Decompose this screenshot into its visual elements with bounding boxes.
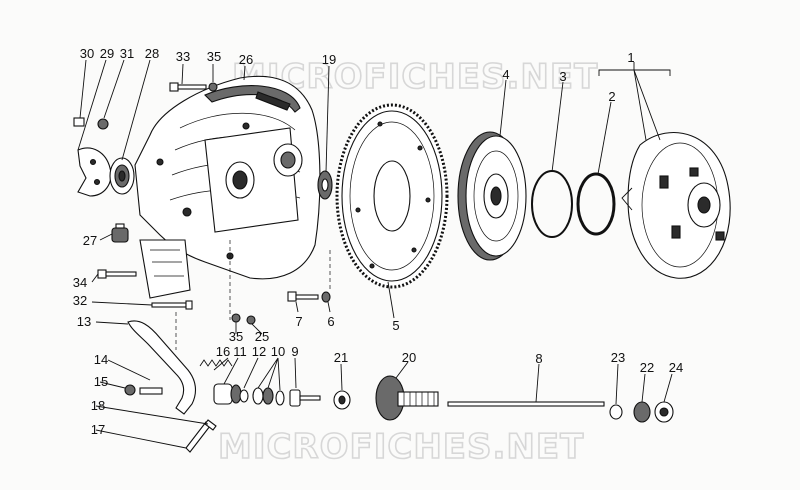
label-8: 8 <box>535 351 542 366</box>
label-24: 24 <box>669 360 683 375</box>
flywheel <box>335 103 449 289</box>
label-15: 15 <box>94 374 108 389</box>
label-33: 33 <box>176 49 190 64</box>
clutch-disc <box>457 131 527 261</box>
label-19: 19 <box>322 52 336 67</box>
label-12: 12 <box>252 344 266 359</box>
label-29: 29 <box>100 46 114 61</box>
label-25: 25 <box>255 329 269 344</box>
part-labels: 1 2 3 4 5 6 7 8 9 10 11 12 13 14 15 16 1… <box>73 46 683 437</box>
clutch-shaft-group <box>333 375 674 423</box>
label-35-bottom: 35 <box>229 329 243 344</box>
housing-bolts <box>97 82 256 325</box>
clutch-housing <box>134 75 321 299</box>
label-28: 28 <box>145 46 159 61</box>
label-10: 10 <box>271 344 285 359</box>
plug <box>111 223 129 243</box>
label-23: 23 <box>611 350 625 365</box>
flywheel-bolt <box>287 291 331 303</box>
label-6: 6 <box>327 314 334 329</box>
label-1: 1 <box>627 50 634 65</box>
label-4: 4 <box>502 67 509 82</box>
label-26: 26 <box>239 52 253 67</box>
label-7: 7 <box>295 314 302 329</box>
label-17: 17 <box>91 422 105 437</box>
label-3: 3 <box>559 69 566 84</box>
label-9: 9 <box>291 344 298 359</box>
oil-seal <box>317 170 333 200</box>
label-22: 22 <box>640 360 654 375</box>
label-35-top: 35 <box>207 49 221 64</box>
label-31: 31 <box>120 46 134 61</box>
watermark-bottom: MICROFICHES.NET <box>218 427 584 467</box>
release-lever-group <box>124 320 217 453</box>
leader-lines <box>77 59 673 449</box>
label-30: 30 <box>80 46 94 61</box>
label-2: 2 <box>608 89 615 104</box>
assembly-lines <box>175 240 331 350</box>
label-18: 18 <box>91 398 105 413</box>
label-20: 20 <box>402 350 416 365</box>
label-13: 13 <box>77 314 91 329</box>
label-5: 5 <box>392 318 399 333</box>
label-11: 11 <box>233 344 247 359</box>
label-32: 32 <box>73 293 87 308</box>
label-16: 16 <box>216 344 230 359</box>
label-34: 34 <box>73 275 87 290</box>
rings <box>531 170 616 238</box>
label-21: 21 <box>334 350 348 365</box>
label-27: 27 <box>83 233 97 248</box>
pressure-plate-assembly <box>621 131 731 279</box>
label-14: 14 <box>94 352 108 367</box>
bearing-bracket-group <box>73 117 135 197</box>
